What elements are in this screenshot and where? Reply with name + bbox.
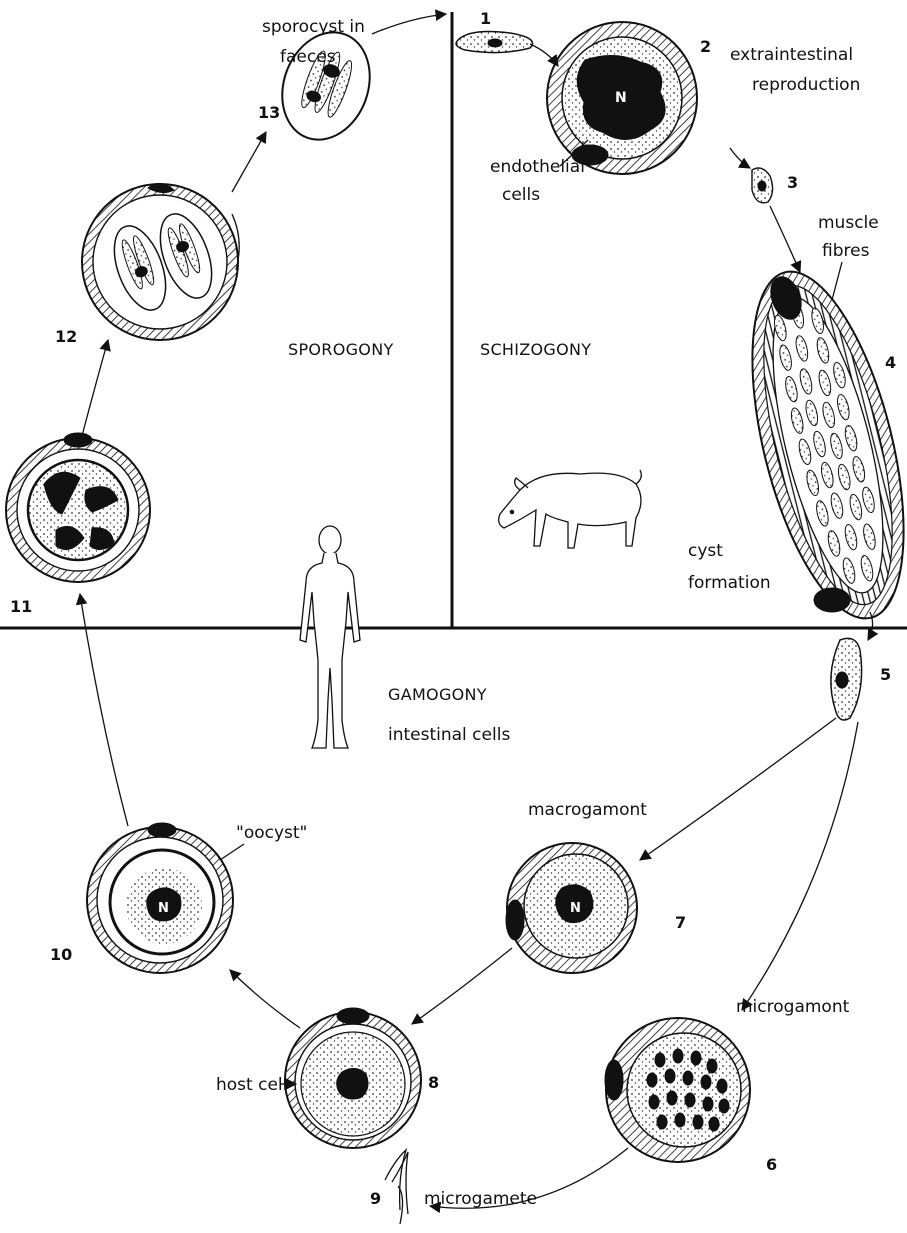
stage-number: 5	[880, 665, 891, 684]
microgamete-label: microgamete	[424, 1189, 537, 1209]
nucleus-label: N	[158, 901, 169, 916]
sporozoite-1	[456, 32, 532, 53]
microgamete-9	[385, 1150, 408, 1224]
sporocyst-label: sporocyst in	[262, 17, 365, 37]
intestinal-cells-label: intestinal cells	[388, 725, 510, 745]
human-host-icon	[300, 526, 360, 748]
stage-number: 8	[428, 1073, 439, 1092]
sporocyst-label: faeces	[280, 47, 336, 67]
stage-number: 3	[787, 173, 798, 192]
muscle-fibres-label: muscle	[818, 213, 879, 233]
extraintestinal-label: reproduction	[752, 75, 860, 95]
stage-number: 6	[766, 1155, 777, 1174]
host-cell-8	[285, 1008, 421, 1148]
stage-number: 12	[55, 327, 77, 346]
pointer-line	[220, 844, 244, 860]
stage-number: 13	[258, 103, 280, 122]
stage-number: 7	[675, 913, 686, 932]
microgamont-6	[605, 1018, 750, 1162]
stage-number: 11	[10, 597, 32, 616]
macrogamont-label: macrogamont	[528, 800, 647, 820]
endothelial-cells-label: cells	[502, 185, 540, 205]
sporulating-oocyst-11	[6, 433, 150, 582]
pointer-line	[832, 262, 842, 300]
host-cell-label: host cell	[216, 1075, 287, 1095]
cyst-formation-label: formation	[688, 573, 771, 593]
muscle-fibres-label: fibres	[822, 241, 870, 261]
stage-number: 9	[370, 1189, 381, 1208]
stage-number: 2	[700, 37, 711, 56]
oocyst-label: "oocyst"	[236, 823, 307, 843]
sporocyst-13	[268, 20, 385, 152]
macrogamont-7: N	[506, 843, 637, 973]
stage-number: 4	[885, 353, 896, 372]
nucleus-label: N	[570, 901, 581, 916]
nucleus-label: N	[615, 90, 627, 106]
sporogony-heading: SPOROGONY	[288, 340, 394, 359]
schizogony-heading: SCHIZOGONY	[480, 340, 591, 359]
microgamont-label: microgamont	[736, 997, 850, 1017]
merozoite-3	[752, 168, 773, 203]
extraintestinal-label: extraintestinal	[730, 45, 853, 65]
stage-number: 1	[480, 9, 491, 28]
endothelial-cells-label: endothelial	[490, 157, 585, 177]
oocyst-10: N	[87, 823, 233, 973]
cyst-formation-label: cyst	[688, 541, 723, 561]
cystozoite-5	[831, 638, 862, 720]
oocyst-with-sporocysts-12	[82, 183, 239, 340]
endothelial-cell-2: N	[547, 22, 697, 174]
gamogony-heading: GAMOGONY	[388, 685, 487, 704]
pig-host-icon	[499, 470, 642, 548]
stage-number: 10	[50, 945, 72, 964]
